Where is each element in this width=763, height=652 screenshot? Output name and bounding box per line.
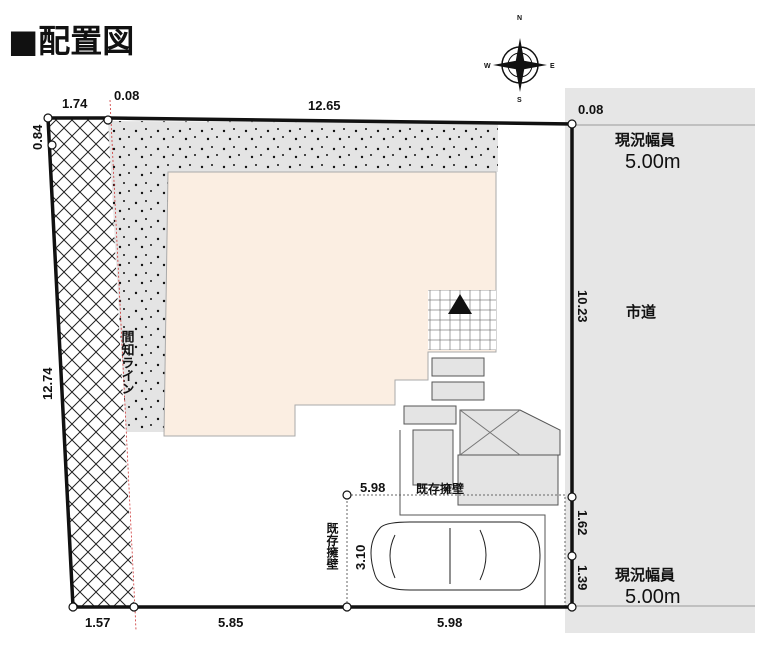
road-width-label-top: 現況幅員: [615, 131, 675, 149]
retaining-line: [109, 99, 137, 631]
landing-cross: [459, 409, 521, 456]
dim-top-small: 0.08: [114, 88, 139, 103]
road-name: 市道: [626, 303, 656, 321]
gravel-area: [108, 121, 498, 432]
road-width-value-top: 5.00m: [625, 151, 681, 173]
dim-right-mid: 1.62: [575, 510, 590, 535]
entrance-marker-icon: [448, 294, 472, 314]
retaining-line-label: 間知ライン: [119, 330, 135, 395]
dim-right-main: 10.23: [575, 290, 590, 323]
dim-parking-top: 5.98: [360, 480, 385, 495]
road-width-label-bottom: 現況幅員: [615, 566, 675, 584]
dim-top-left: 1.74: [62, 96, 88, 111]
steps: [403, 357, 561, 506]
road: [565, 88, 755, 633]
dim-bottom-right: 5.98: [437, 615, 462, 630]
compass-north-label: N: [517, 15, 522, 22]
dim-bottom-mid: 5.85: [218, 615, 243, 630]
dim-top-main: 12.65: [308, 98, 341, 113]
dim-left-main: 12.74: [40, 367, 55, 400]
dim-left-top: 0.84: [30, 124, 45, 150]
page-title: ■配置図: [8, 22, 134, 60]
car-icon: [370, 521, 541, 591]
existing-wall-label: 既存擁壁: [416, 481, 464, 496]
compass-west-label: W: [484, 63, 491, 70]
dim-right-bottom: 1.39: [575, 565, 590, 590]
parking-area: [346, 494, 566, 608]
slope-area: [48, 118, 134, 607]
existing-wall-outline: [399, 430, 546, 607]
compass-icon: N S W E: [484, 15, 555, 104]
boundary-markers: [43, 113, 577, 612]
property-boundary: [46, 116, 574, 609]
existing-wall-side-label: 既存擁壁: [325, 522, 339, 571]
dim-parking-side: 3.10: [353, 545, 368, 570]
road-width-value-bottom: 5.00m: [625, 586, 681, 608]
dim-bottom-left: 1.57: [85, 615, 110, 630]
compass-south-label: S: [517, 97, 522, 104]
dim-top-right: 0.08: [578, 102, 603, 117]
compass-east-label: E: [550, 63, 555, 70]
